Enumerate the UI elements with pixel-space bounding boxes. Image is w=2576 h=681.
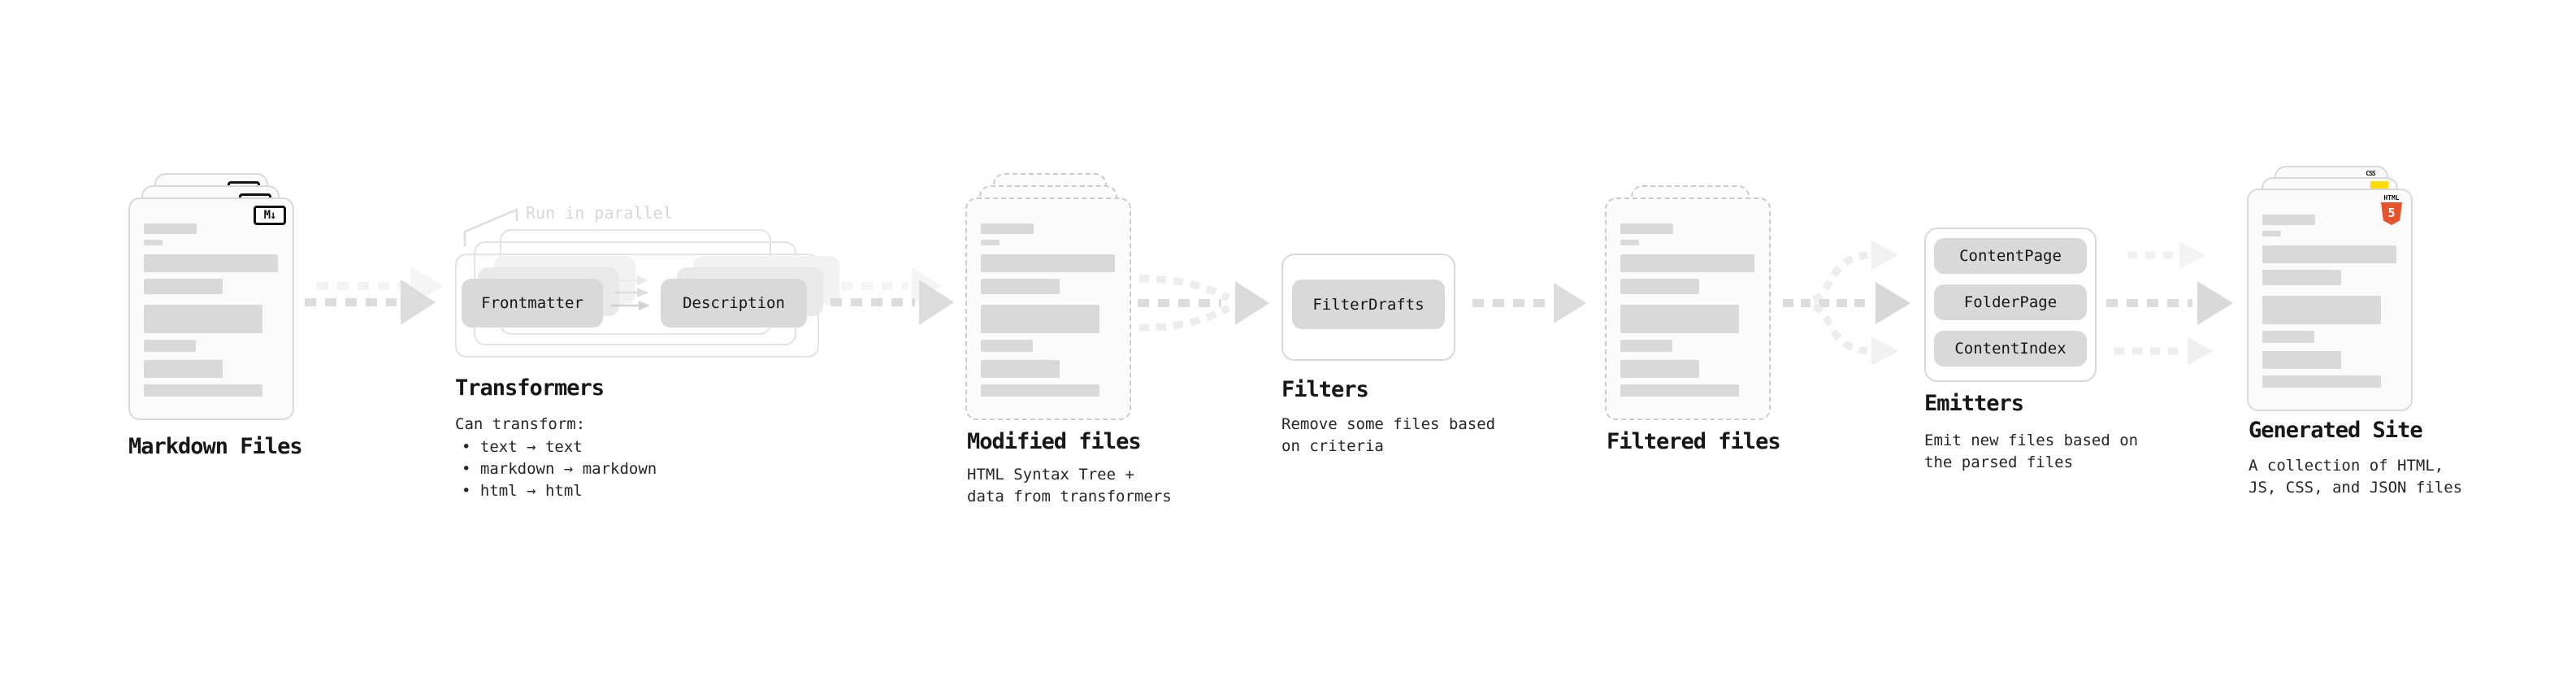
skeleton-text-bar (1620, 305, 1739, 333)
skeleton-text-bar (144, 384, 262, 397)
skeleton-text-bar (2262, 231, 2281, 236)
skeleton-text-bar (144, 360, 223, 378)
skeleton-text-bar (2262, 375, 2381, 388)
skeleton-text-bar (1620, 279, 1699, 294)
filters-heading: Filters (1281, 377, 1369, 402)
generated-site-label: Generated Site (2249, 418, 2423, 443)
modified-files-label: Modified files (967, 429, 1142, 454)
flow-arrow-transformers-to-modified (830, 267, 954, 325)
emitters-desc: Emit new files based on (1924, 432, 2139, 449)
skeleton-text-bar (981, 254, 1115, 272)
filterdrafts-node: FilterDrafts (1292, 280, 1445, 329)
skeleton-text-bar (144, 279, 223, 294)
skeleton-text-bar (2262, 215, 2315, 225)
description-node: Description (661, 279, 807, 327)
skeleton-text-bar (1620, 340, 1672, 352)
contentpage-node: ContentPage (1934, 238, 2087, 274)
flow-arrow-filtered-to-emitters-fork (1783, 241, 1910, 366)
frontmatter-node: Frontmatter (462, 279, 603, 327)
modified-files-desc: data from transformers (967, 488, 1172, 505)
skeleton-text-bar (981, 340, 1033, 352)
skeleton-text-bar (1620, 254, 1754, 272)
skeleton-text-bar (981, 360, 1060, 378)
flow-arrow-filters-to-filtered (1472, 283, 1586, 323)
skeleton-text-bar (981, 240, 1000, 245)
flow-arrow-markdown-to-transformers (305, 266, 444, 325)
skeleton-text-bar (144, 223, 197, 234)
skeleton-text-bar (1620, 384, 1739, 397)
skeleton-text-bar (981, 279, 1060, 294)
skeleton-text-bar (981, 384, 1099, 397)
skeleton-text-bar (144, 240, 163, 245)
skeleton-text-bar (2262, 331, 2314, 343)
generated-site-desc: A collection of HTML, (2249, 457, 2444, 475)
transformers-bullet: • html → html (462, 482, 583, 500)
skeleton-text-bar (1620, 223, 1673, 234)
skeleton-text-bar (144, 254, 278, 272)
flow-arrow-modified-to-filters-merge (1138, 275, 1269, 332)
filtered-file-card-front (1605, 197, 1771, 420)
skeleton-text-bar (1620, 360, 1699, 378)
skeleton-text-bar (981, 223, 1034, 234)
filtered-files-label: Filtered files (1607, 429, 1781, 454)
skeleton-text-bar (2262, 270, 2341, 285)
transformers-heading: Transformers (455, 375, 605, 401)
filters-desc: Remove some files based (1281, 415, 1496, 433)
skeleton-text-bar (2262, 351, 2341, 369)
transformers-desc-intro: Can transform: (455, 415, 586, 433)
run-in-parallel-annotation: Run in parallel (526, 203, 673, 223)
modified-file-card-front (965, 197, 1131, 420)
folderpage-node: FolderPage (1934, 284, 2087, 320)
flow-arrow-emitters-to-generated (2106, 241, 2233, 365)
transformers-bullet: • text → text (462, 438, 583, 456)
markdown-icon: M↓ (254, 206, 286, 225)
html5-icon: HTML 5 (2380, 194, 2403, 225)
skeleton-text-bar (1620, 240, 1639, 245)
filters-desc: on criteria (1281, 437, 1384, 455)
generated-site-desc: JS, CSS, and JSON files (2249, 479, 2463, 497)
markdown-files-label: Markdown Files (128, 434, 303, 459)
modified-files-desc: HTML Syntax Tree + (967, 466, 1134, 484)
skeleton-text-bar (2262, 245, 2396, 263)
emitters-desc: the parsed files (1924, 453, 2074, 471)
transformers-bullet: • markdown → markdown (462, 460, 657, 478)
skeleton-text-bar (981, 305, 1099, 333)
skeleton-text-bar (144, 305, 262, 333)
markdown-file-card-front: M↓ (128, 197, 294, 420)
emitters-heading: Emitters (1924, 391, 2024, 416)
skeleton-text-bar (2262, 296, 2381, 324)
skeleton-text-bar (144, 340, 196, 352)
contentindex-node: ContentIndex (1934, 331, 2087, 367)
generated-file-card-front: HTML 5 (2247, 189, 2413, 411)
